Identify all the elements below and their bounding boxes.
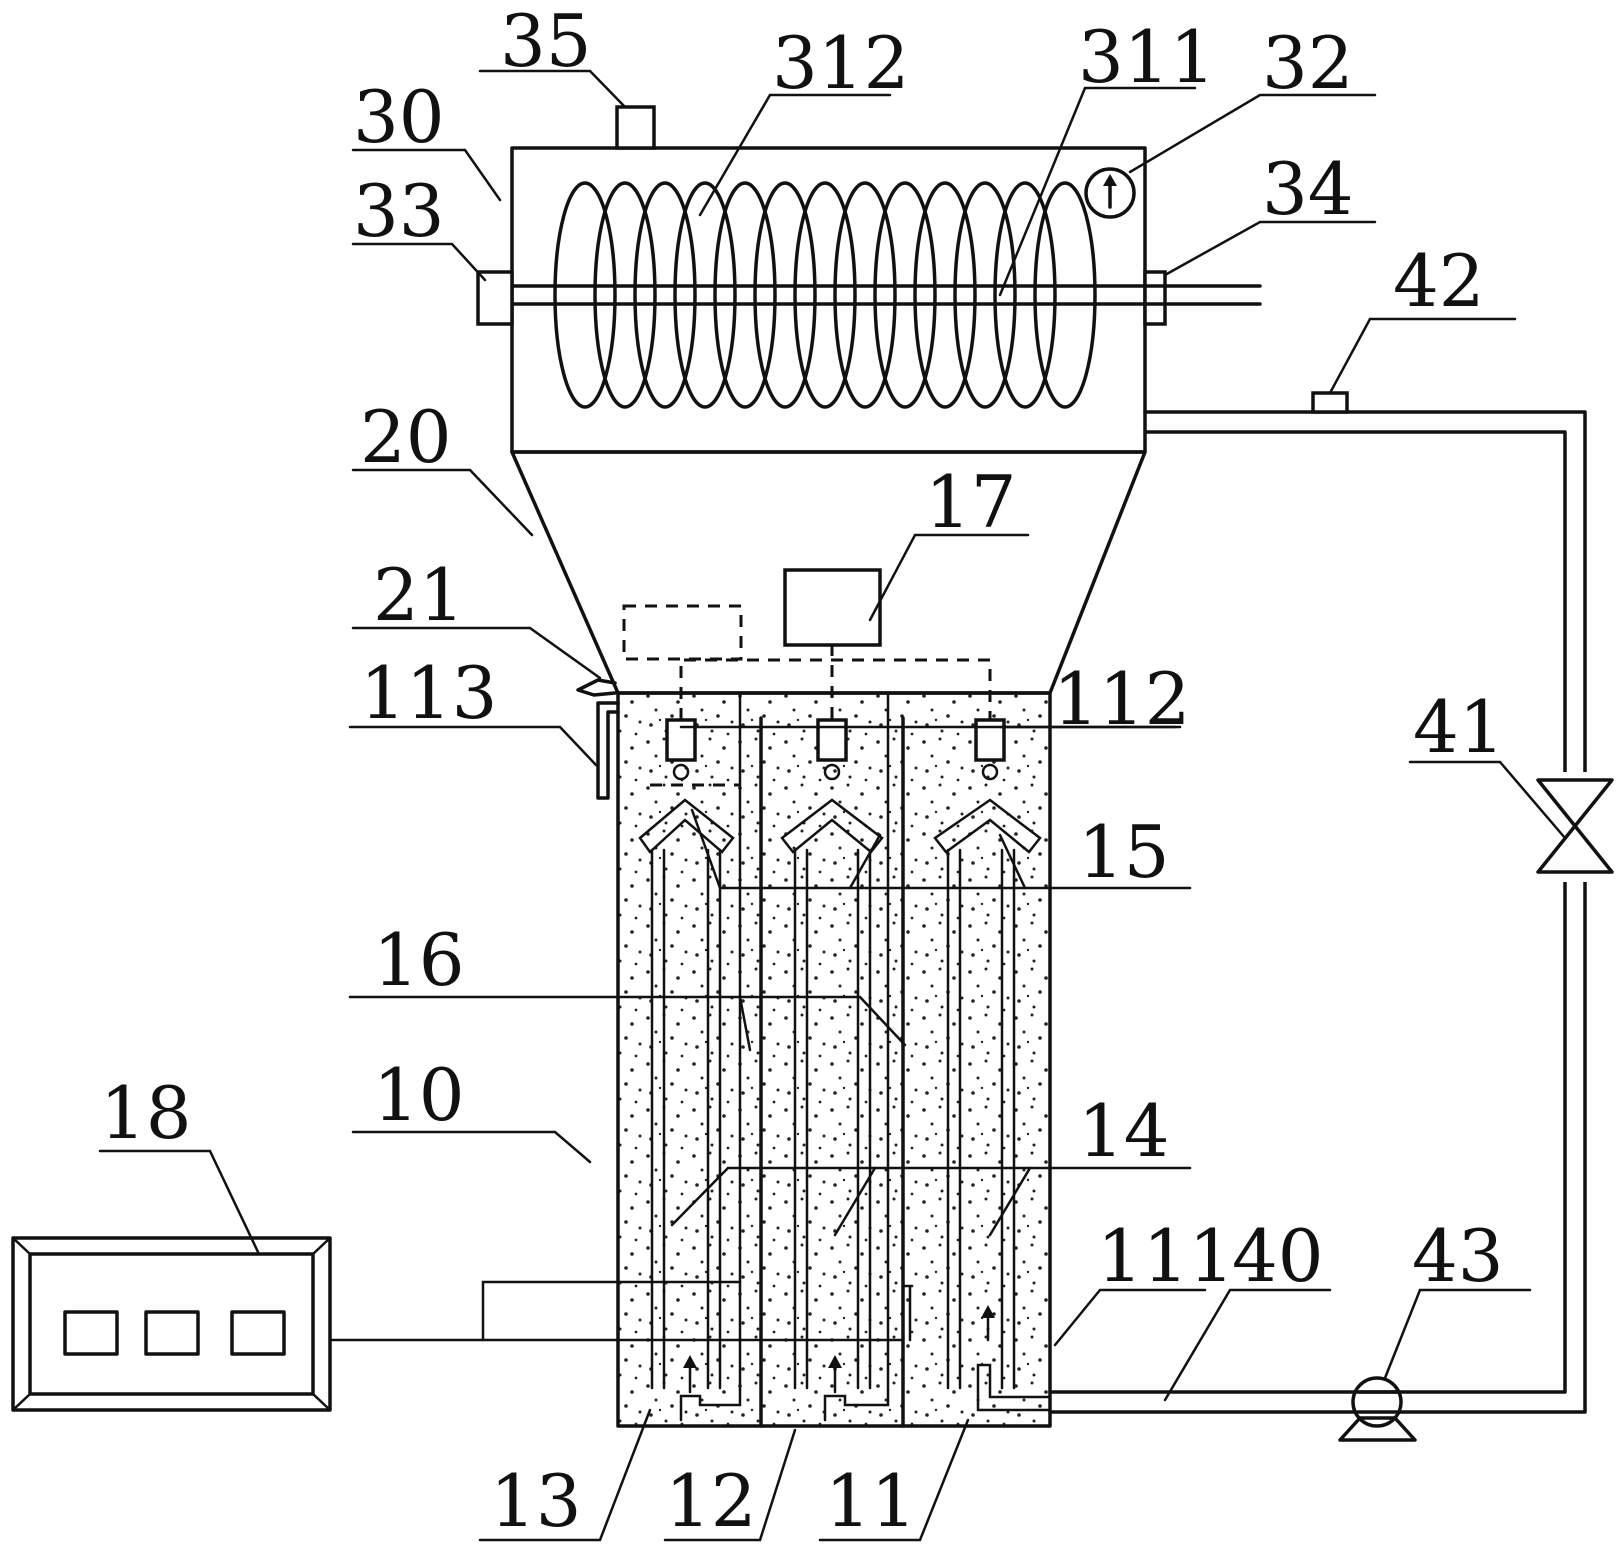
controller-wiring: [622, 604, 992, 787]
label-20: 20: [360, 395, 452, 479]
label-113: 113: [360, 651, 497, 735]
label-43: 43: [1412, 1214, 1504, 1298]
controller-box-17: [783, 568, 882, 647]
label-34: 34: [1262, 147, 1354, 231]
label-35: 35: [500, 0, 592, 83]
label-111: 111: [1097, 1214, 1234, 1298]
label-33: 33: [353, 169, 445, 253]
label-312: 312: [772, 21, 909, 105]
spiral-blades-312: [553, 181, 1097, 409]
label-12: 12: [665, 1459, 757, 1543]
label-18: 18: [100, 1071, 192, 1155]
reactor-column: [616, 691, 1052, 1428]
label-41: 41: [1413, 685, 1505, 769]
label-15: 15: [1078, 810, 1170, 894]
overflow-113: [596, 701, 620, 800]
label-112: 112: [1053, 657, 1190, 741]
gauge-32: [1084, 167, 1136, 219]
panel-display-1: [63, 1310, 119, 1356]
label-14: 14: [1078, 1089, 1170, 1173]
label-42: 42: [1393, 239, 1485, 323]
valve-41: [1536, 772, 1614, 882]
label-311: 311: [1078, 15, 1215, 99]
label-17: 17: [925, 460, 1017, 544]
label-16: 16: [373, 918, 465, 1002]
chamber-unit-middle: [780, 691, 890, 1422]
pump-43: [1338, 1376, 1417, 1442]
recirculation-pipe-40: [1048, 410, 1587, 1414]
bearing-34: [1143, 270, 1167, 326]
inlet-111: [976, 1363, 1052, 1412]
panel-display-2: [144, 1310, 200, 1356]
label-13: 13: [490, 1459, 582, 1543]
vent-42: [1311, 391, 1349, 414]
panel-display-3: [230, 1310, 286, 1356]
label-32: 32: [1262, 21, 1354, 105]
control-panel-18: [11, 1236, 332, 1412]
label-10: 10: [373, 1053, 465, 1137]
panel-wiring: [328, 1280, 912, 1342]
port-35: [615, 105, 656, 150]
bearing-33: [476, 270, 514, 326]
outlet-lip-21: [576, 678, 617, 697]
chamber-unit-left: [638, 691, 742, 1422]
label-30: 30: [353, 75, 445, 159]
label-21: 21: [373, 553, 465, 637]
label-40: 40: [1232, 1214, 1324, 1298]
leader-lines: [98, 69, 1567, 1542]
label-11: 11: [825, 1459, 917, 1543]
